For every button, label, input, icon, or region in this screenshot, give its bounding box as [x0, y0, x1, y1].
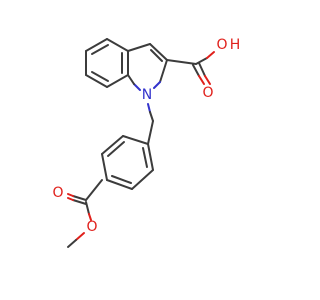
methyl-ester-group	[67, 179, 103, 248]
indole-nitrogen-label: N	[142, 87, 152, 103]
benzyl-benzene-ring	[101, 135, 154, 190]
hydroxyl-oxygen-label: O	[216, 37, 227, 53]
bond	[147, 103, 151, 113]
bond	[166, 59, 197, 65]
bond	[149, 43, 168, 61]
ester-carbonyl-oxygen-label: O	[52, 185, 63, 201]
bond	[85, 201, 90, 215]
indole-benzene-ring	[85, 38, 129, 88]
bond	[147, 143, 154, 171]
bond	[101, 135, 124, 155]
bond	[88, 213, 92, 221]
bond	[75, 232, 85, 241]
aromatic-inner-bond	[107, 141, 125, 157]
ester-oxygen-label: O	[86, 219, 97, 235]
bond	[159, 59, 168, 83]
bond	[67, 239, 77, 248]
bond	[206, 51, 215, 59]
bond	[85, 179, 103, 201]
bond	[85, 74, 108, 88]
bond	[149, 111, 154, 122]
aromatic-inner-bond	[111, 175, 132, 184]
bond	[131, 169, 154, 190]
bond	[122, 135, 149, 145]
bond	[204, 75, 211, 85]
aromatic-inner-bond	[91, 44, 109, 55]
bond	[72, 199, 87, 205]
bond	[67, 193, 74, 197]
bond	[147, 120, 154, 145]
bond	[192, 64, 200, 77]
bond	[72, 195, 87, 201]
molecule-structure-diagram: O H O N O O	[52, 37, 241, 248]
bond	[106, 74, 129, 88]
hydroxyl-hydrogen-label: H	[230, 37, 241, 53]
bond	[127, 43, 151, 52]
carboxylic-acid-group	[166, 51, 215, 85]
bond	[198, 75, 205, 85]
bond	[106, 179, 133, 190]
bond	[127, 74, 135, 85]
acid-carbonyl-oxygen-label: O	[202, 85, 213, 101]
bond	[85, 38, 108, 52]
bond	[153, 81, 161, 89]
aromatic-inner-bond	[142, 147, 148, 168]
bond	[198, 62, 206, 77]
bond	[195, 57, 208, 65]
bond	[67, 197, 74, 201]
aromatic-inner-bond	[91, 71, 109, 82]
methylene-linker	[147, 103, 154, 145]
aromatic-inner-bond	[150, 49, 163, 62]
bond	[101, 153, 108, 181]
bond	[106, 38, 129, 52]
bond	[133, 83, 141, 91]
pyrrole-ring	[127, 43, 168, 91]
